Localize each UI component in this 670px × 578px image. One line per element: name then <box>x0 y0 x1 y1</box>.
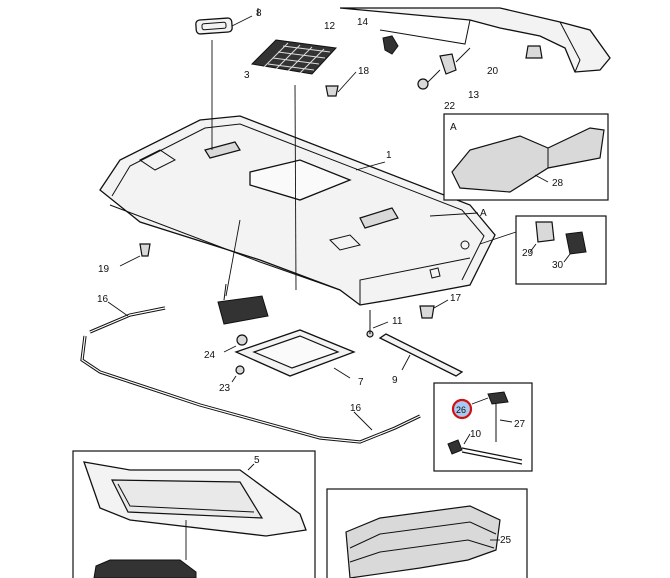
screw-part-23 <box>231 365 245 383</box>
callout-5: 5 <box>254 455 260 466</box>
callout-27: 27 <box>514 419 526 430</box>
detail-box-26-27 <box>433 382 533 472</box>
callout-8: 8 <box>256 8 262 19</box>
callout-18: 18 <box>358 66 370 77</box>
callout-labels: 1 3 5 7 8 9 10 11 12 13 14 16 16 17 18 1… <box>97 8 564 546</box>
strip-part-9 <box>378 333 464 377</box>
detail-box-clips <box>515 215 607 285</box>
callout-7: 7 <box>358 377 364 388</box>
detail-tag-a-main: A <box>480 208 487 219</box>
clip-part-14 <box>382 35 399 55</box>
callout-13: 13 <box>468 90 480 101</box>
gasket-part-8 <box>195 17 233 35</box>
seal-part-16 <box>80 301 421 444</box>
callout-9: 9 <box>392 375 398 386</box>
callout-17: 17 <box>450 293 462 304</box>
bulb-part-24 <box>223 334 248 353</box>
callout-29: 29 <box>522 248 534 259</box>
detail-box-visor <box>326 488 528 578</box>
frame-part-7 <box>234 329 356 379</box>
detail-box-a <box>443 113 609 201</box>
callout-30: 30 <box>552 260 564 271</box>
highlighted-part-26 <box>451 398 473 420</box>
callout-24: 24 <box>204 350 216 361</box>
callout-28: 28 <box>552 178 564 189</box>
callout-1: 1 <box>386 150 392 161</box>
vent-grille-part-3 <box>250 39 338 75</box>
callout-16-lower: 16 <box>350 403 362 414</box>
detail-tag-a-box: A <box>450 122 457 133</box>
leader-line <box>294 84 297 291</box>
screw-part-11 <box>366 310 389 338</box>
fastener-part-18 <box>325 85 339 97</box>
callout-22: 22 <box>444 101 456 112</box>
detail-box-console <box>72 450 316 578</box>
callout-11: 11 <box>392 316 403 327</box>
callout-14: 14 <box>357 17 369 28</box>
fastener-part-19 <box>119 243 151 267</box>
callout-23: 23 <box>219 383 231 394</box>
lamp-housing <box>217 219 269 325</box>
callout-10: 10 <box>470 429 482 440</box>
callout-19: 19 <box>98 264 110 275</box>
callout-26: 26 <box>456 405 466 415</box>
screw-part-22 <box>417 69 441 90</box>
callout-3: 3 <box>244 70 250 81</box>
fastener-part-17 <box>419 299 449 319</box>
headliner-panel-part-1 <box>99 115 496 306</box>
roof-rail-assembly <box>339 7 611 73</box>
callout-25: 25 <box>500 535 512 546</box>
callout-16-upper: 16 <box>97 294 109 305</box>
clip-part-13 <box>439 47 471 75</box>
callout-12: 12 <box>324 21 336 32</box>
callout-20: 20 <box>487 66 499 77</box>
